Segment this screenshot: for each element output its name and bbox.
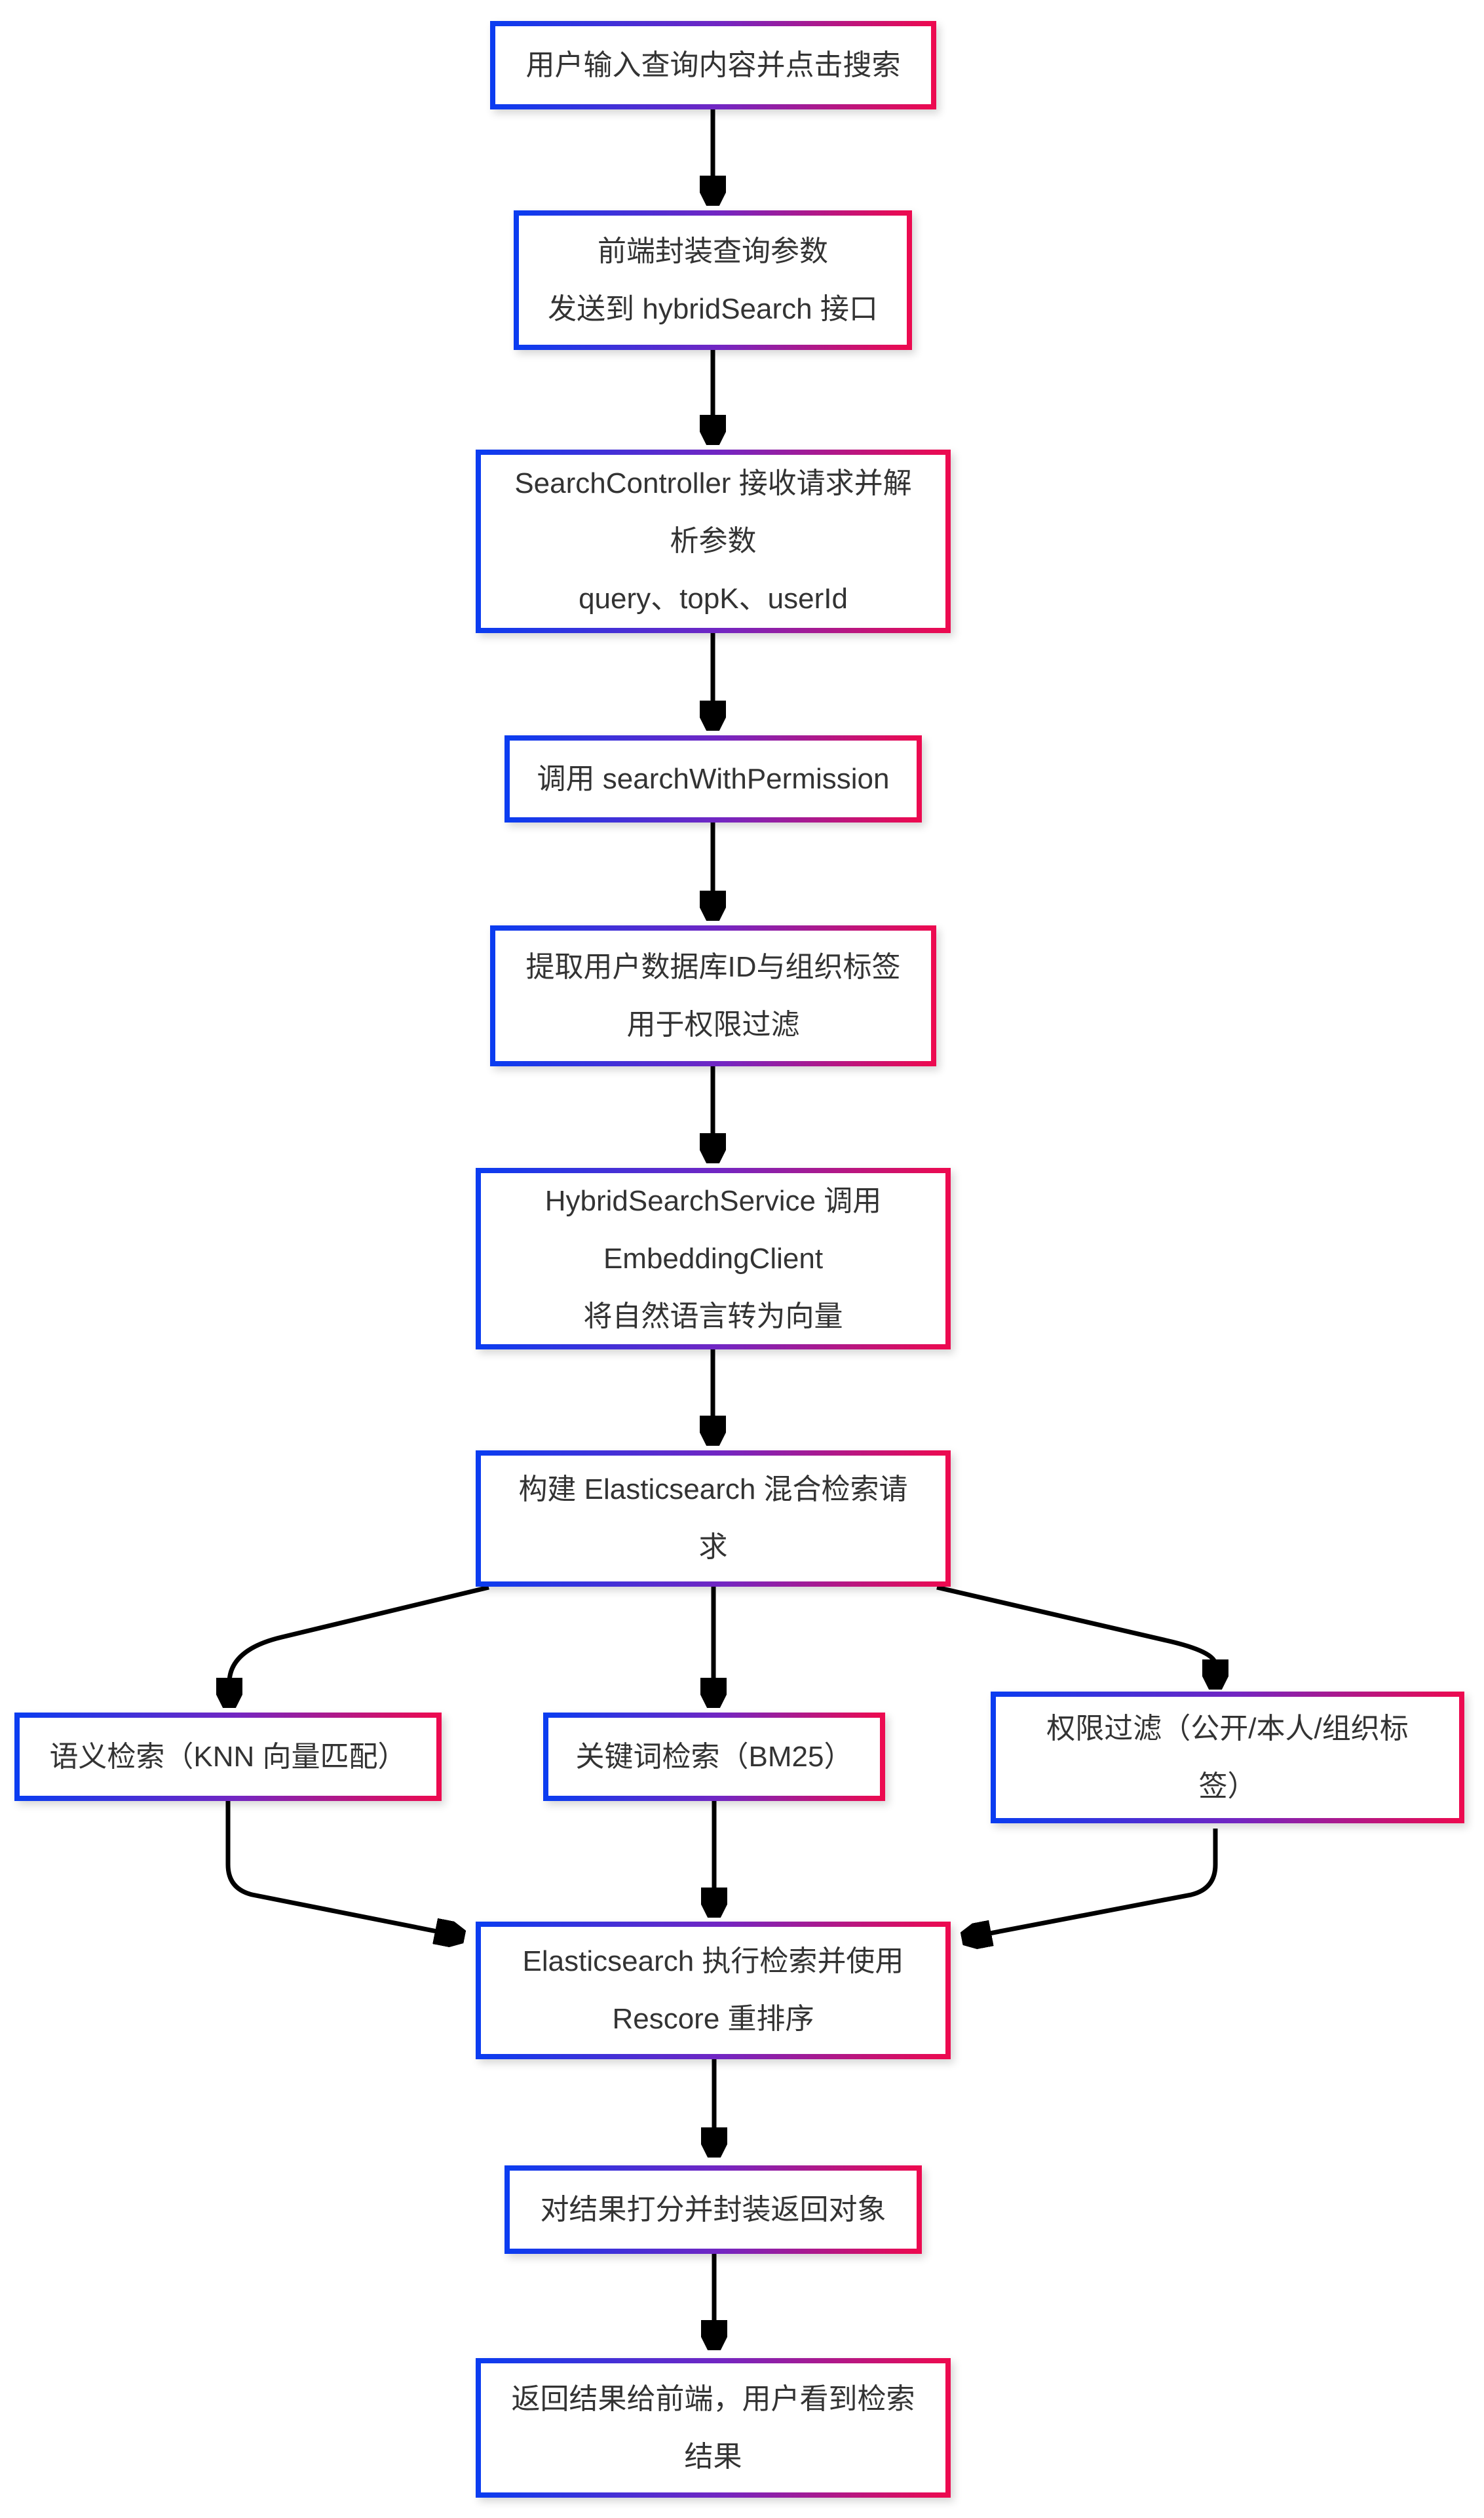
node-label: HybridSearchService 调用 EmbeddingClient 将… [544, 1184, 882, 1332]
node-label: 关键词检索（BM25） [575, 1740, 853, 1773]
node-label: 用户输入查询内容并点击搜索 [525, 48, 901, 81]
node-label: 对结果打分并封装返回对象 [540, 2193, 886, 2226]
node-extract-user-db-id: 提取用户数据库ID与组织标签 用于权限过滤 [490, 925, 936, 1066]
node-build-es-hybrid-request: 构建 Elasticsearch 混合检索请 求 [476, 1450, 951, 1587]
node-label: 前端封装查询参数 发送到 hybridSearch 接口 [548, 235, 878, 325]
node-label: 提取用户数据库ID与组织标签 用于权限过滤 [525, 950, 901, 1041]
node-hybrid-search-service-embedding: HybridSearchService 调用 EmbeddingClient 将… [476, 1168, 951, 1349]
edge-J-K [986, 1829, 1218, 1934]
node-score-and-wrap-result: 对结果打分并封装返回对象 [504, 2165, 922, 2254]
edge-G-H [229, 1585, 489, 1683]
node-user-input: 用户输入查询内容并点击搜索 [490, 21, 936, 109]
node-label: 构建 Elasticsearch 混合检索请 求 [518, 1473, 908, 1563]
node-es-execute-rescore: Elasticsearch 执行检索并使用 Rescore 重排序 [476, 1922, 951, 2059]
node-label: SearchController 接收请求并解 析参数 query、topK、u… [514, 467, 912, 615]
node-label: 调用 searchWithPermission [537, 762, 890, 795]
node-permission-filter: 权限过滤（公开/本人/组织标 签） [991, 1692, 1464, 1823]
node-semantic-knn-search: 语义检索（KNN 向量匹配） [14, 1713, 442, 1801]
node-label: Elasticsearch 执行检索并使用 Rescore 重排序 [522, 1945, 904, 2035]
node-call-search-with-permission: 调用 searchWithPermission [504, 735, 922, 823]
edge-G-J [936, 1585, 1215, 1665]
node-label: 语义检索（KNN 向量匹配） [49, 1740, 407, 1773]
node-return-result-to-frontend: 返回结果给前端，用户看到检索 结果 [476, 2358, 951, 2498]
edge-H-K [225, 1801, 440, 1932]
node-label: 返回结果给前端，用户看到检索 结果 [511, 2382, 915, 2473]
node-search-controller: SearchController 接收请求并解 析参数 query、topK、u… [476, 450, 951, 633]
node-label: 权限过滤（公开/本人/组织标 签） [1046, 1712, 1409, 1802]
node-keyword-bm25-search: 关键词检索（BM25） [543, 1713, 885, 1801]
node-frontend-wrap-params: 前端封装查询参数 发送到 hybridSearch 接口 [514, 210, 912, 350]
